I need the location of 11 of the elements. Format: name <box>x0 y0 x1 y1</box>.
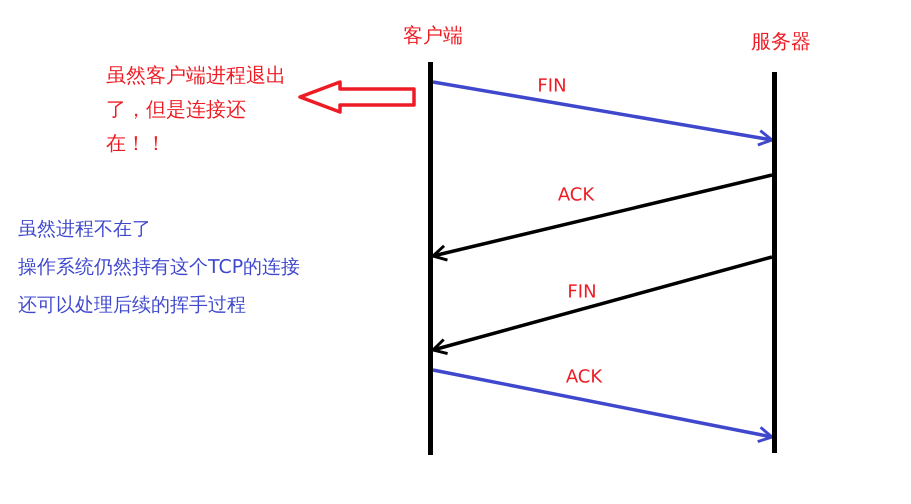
note-text: 虽然客户端进程退出了，但是连接还在！！ <box>106 58 298 160</box>
note-text: 还可以处理后续的挥手过程 <box>18 293 246 318</box>
lifeline-label: 客户端 <box>403 22 463 49</box>
note-text: 虽然进程不在了 <box>18 217 151 242</box>
lifeline-label: 服务器 <box>751 28 811 55</box>
message-arrow <box>432 368 774 444</box>
message-arrow <box>432 255 772 356</box>
message-arrow <box>432 80 774 146</box>
message-arrow <box>432 173 772 262</box>
note-text: 操作系统仍然持有这个TCP的连接 <box>18 255 300 280</box>
hollow-arrow <box>298 80 416 114</box>
